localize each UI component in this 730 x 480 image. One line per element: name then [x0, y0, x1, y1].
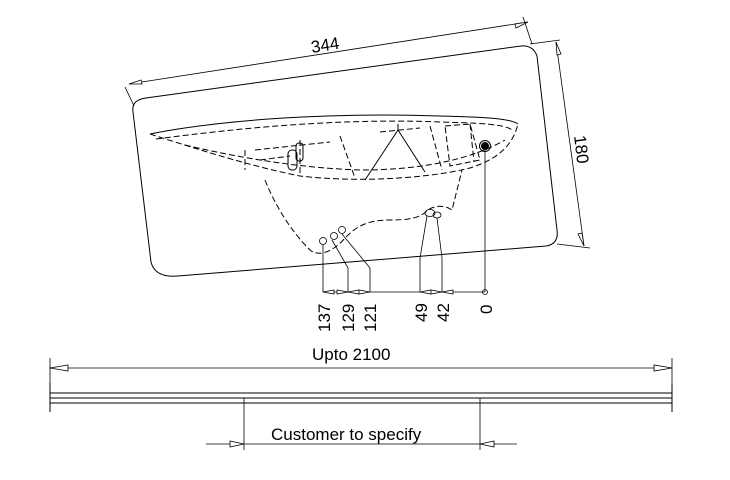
length-arrows	[128, 21, 529, 85]
offset-label-129: 129	[339, 304, 358, 332]
offset-label-121: 121	[361, 304, 380, 332]
slot-detail-2	[295, 142, 304, 162]
aerofoil-lower	[149, 123, 519, 180]
aerofoil-upper	[149, 114, 519, 135]
custom-arrows	[229, 440, 495, 448]
hole-129	[330, 232, 338, 240]
hole-121	[338, 226, 346, 234]
offset-label-49: 49	[412, 303, 431, 322]
hidden-housing	[264, 169, 463, 254]
hole-137	[319, 237, 327, 245]
internal-cells-2	[259, 123, 481, 167]
internal-rib	[364, 124, 426, 181]
length-dimension-line	[128, 21, 529, 85]
depth-arrows	[555, 41, 585, 247]
aerofoil-upper-dashed	[155, 120, 513, 140]
overall-label: Upto 2100	[312, 345, 390, 364]
aerofoil-inner	[184, 139, 506, 171]
depth-extension-bottom	[556, 243, 591, 249]
depth-label: 180	[570, 134, 592, 164]
internal-cells	[244, 123, 475, 179]
leader-lines	[322, 150, 486, 292]
profile-outline	[132, 45, 558, 277]
offset-label-0: 0	[477, 305, 496, 314]
depth-extension-top	[529, 39, 561, 45]
depth-dimension-line	[555, 41, 585, 247]
overall-arrows	[49, 364, 673, 372]
custom-label: Customer to specify	[271, 425, 422, 444]
offset-arrows	[322, 289, 454, 295]
length-extension-left	[124, 86, 135, 107]
offset-label-42: 42	[434, 303, 453, 322]
length-extension-right	[522, 16, 533, 45]
offset-label-137: 137	[315, 304, 334, 332]
pivot-point	[481, 142, 489, 150]
hole-49	[424, 209, 436, 217]
length-label: 344	[310, 34, 341, 57]
